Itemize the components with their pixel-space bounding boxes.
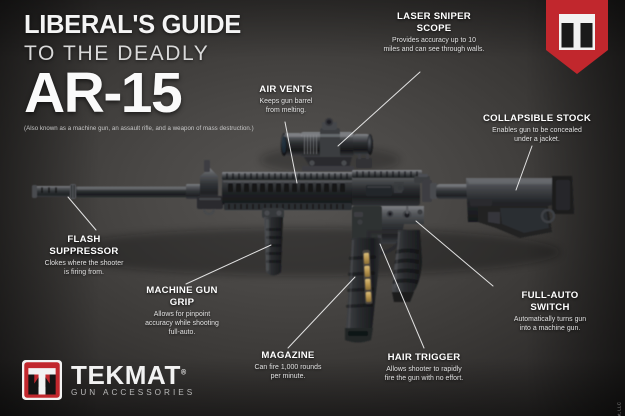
collapsible-stock: [422, 176, 574, 238]
shield-icon: [546, 0, 608, 74]
callout-flash-suppressor: FLASH SUPPRESSOR Clokes where the shoote…: [20, 234, 148, 277]
callout-body: Allows for pinpoint accuracy while shoot…: [145, 310, 219, 337]
callout-title: MAGAZINE: [261, 350, 315, 361]
title-line-1: LIBERAL'S GUIDE: [24, 11, 241, 39]
callout-machine-gun-grip: MACHINE GUN GRIP Allows for pinpoint acc…: [118, 285, 246, 337]
barrel-and-flash-suppressor: [32, 184, 208, 199]
callout-title: COLLAPSIBLE STOCK: [482, 113, 591, 124]
quad-rail-handguard: [222, 172, 354, 210]
full-auto-selector-switch: [402, 206, 412, 220]
callout-title: AIR VENTS: [259, 84, 313, 95]
callout-body: Automatically turns gun into a machine g…: [513, 315, 587, 333]
tekmat-mark-icon: [22, 360, 62, 400]
callout-body: Keeps gun barrel from melting.: [259, 98, 313, 115]
tekmat-tagline: GUN ACCESSORIES: [71, 388, 196, 398]
callout-collapsible-stock: COLLAPSIBLE STOCK Enables gun to be conc…: [458, 113, 616, 145]
callout-body: Enables gun to be concealed under a jack…: [492, 127, 582, 144]
tekmat-brand-logo: TEKMAT® GUN ACCESSORIES: [22, 360, 195, 400]
callout-title: FULL-AUTO SWITCH: [521, 290, 579, 313]
callout-magazine: MAGAZINE Can fire 1,000 rounds per minut…: [228, 350, 348, 382]
callout-laser-sniper-scope: LASER SNIPER SCOPE Provides accuracy up …: [358, 11, 510, 54]
callout-body: Provides accuracy up to 10 miles and can…: [383, 36, 485, 54]
title-line-3: AR-15: [24, 60, 183, 125]
callout-title: MACHINE GUN GRIP: [146, 285, 218, 308]
magazine-round-window: [362, 249, 373, 305]
callout-hair-trigger: HAIR TRIGGER Allows shooter to rapidly f…: [358, 352, 490, 384]
air-vent-slots: [228, 183, 345, 192]
copyright-notice: © 2016 TekMat, LLC: [617, 402, 622, 416]
tekmat-wordmark: TEKMAT®: [71, 359, 187, 390]
title-subtitle: (Also known as a machine gun, an assault…: [24, 124, 254, 132]
callout-title: HAIR TRIGGER: [387, 352, 461, 363]
front-sight-post: [197, 160, 223, 216]
title-line-2: TO THE DEADLY: [24, 41, 210, 65]
tekmat-shield-logo: [546, 0, 608, 74]
callout-air-vents: AIR VENTS Keeps gun barrel from melting.: [228, 84, 344, 116]
callout-body: Clokes where the shooter is firing from.: [44, 259, 124, 277]
registered-mark: ®: [181, 368, 187, 376]
callout-full-auto-switch: FULL-AUTO SWITCH Automatically turns gun…: [484, 290, 616, 333]
callout-body: Can fire 1,000 rounds per minute.: [254, 364, 322, 381]
upper-receiver: [352, 170, 430, 206]
callout-title: LASER SNIPER SCOPE: [397, 11, 471, 34]
callout-title: FLASH SUPPRESSOR: [49, 234, 119, 257]
tekmat-wordmark-block: TEKMAT® GUN ACCESSORIES: [71, 359, 196, 398]
callout-body: Allows shooter to rapidly fire the gun w…: [384, 366, 464, 383]
poster-title-block: LIBERAL'S GUIDE TO THE DEADLY AR-15 (Als…: [24, 12, 254, 132]
